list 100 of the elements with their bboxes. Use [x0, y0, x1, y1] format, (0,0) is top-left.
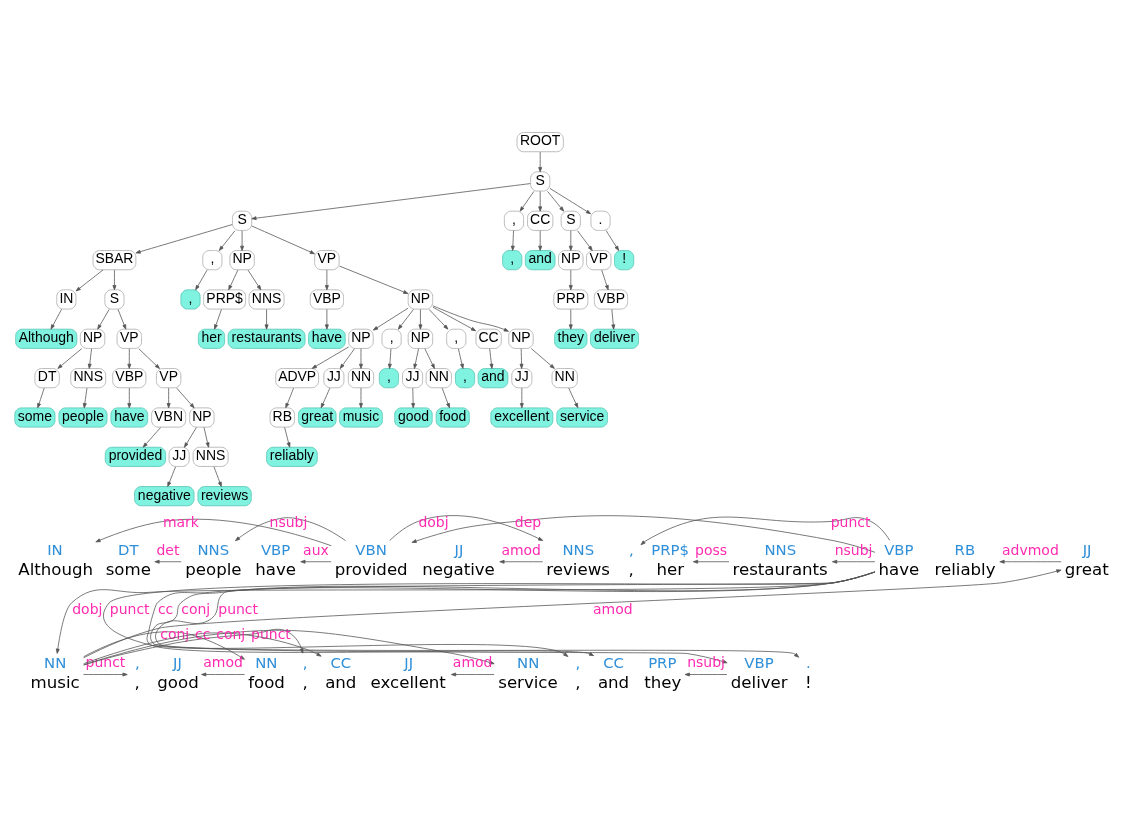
node-box: VP: [155, 367, 182, 388]
node-box: provided: [104, 446, 167, 467]
edge-label: det: [156, 541, 180, 558]
node-text: NN music: [30, 653, 80, 692]
node-box: PRP: [553, 288, 589, 310]
arrow: [142, 426, 161, 448]
arrow: [138, 347, 160, 369]
arrow: [568, 308, 573, 330]
node-box: and: [477, 367, 509, 388]
arrow: [577, 229, 593, 251]
node-box: NP: [229, 249, 255, 270]
arrow: [499, 559, 544, 564]
arrow: [538, 151, 543, 172]
arrow: [510, 229, 515, 251]
arrow: [195, 269, 208, 290]
arrow: [154, 559, 182, 564]
node-text: IN Although: [18, 540, 94, 579]
arrow: [97, 308, 110, 330]
arrow: [458, 347, 464, 369]
node-text: , ,: [302, 653, 308, 692]
node-box: people: [58, 406, 108, 428]
arrow: [450, 672, 495, 676]
arrow: [311, 346, 350, 369]
node-box: NN: [425, 367, 452, 388]
node-box: NP: [79, 328, 106, 349]
arrow: [324, 308, 329, 330]
arrow: [684, 672, 728, 676]
node-box: have: [308, 328, 346, 349]
arrow: [568, 269, 573, 290]
edge-label: nsubj: [834, 541, 873, 558]
node-box: DT: [34, 367, 60, 388]
node-box: some: [14, 406, 56, 428]
arrow: [95, 518, 332, 546]
node-text: VBN provided: [334, 540, 408, 579]
node-text: CC and: [597, 653, 630, 692]
node-box: VP: [116, 328, 142, 349]
edge-label: advmod: [1002, 541, 1059, 558]
node-text: JJ negative: [422, 540, 495, 579]
arrow: [999, 559, 1062, 564]
arrow: [441, 387, 450, 408]
arrow: [418, 308, 423, 330]
node-box: NNS: [248, 288, 285, 310]
node-text: . !: [805, 653, 812, 692]
arrow: [50, 308, 62, 330]
arrow: [411, 387, 416, 408]
arrow: [538, 229, 543, 251]
node-text: NNS people: [185, 540, 242, 579]
node-text: VBP deliver: [730, 653, 788, 692]
node-box: negative: [134, 485, 195, 506]
arrow: [339, 265, 409, 294]
edge-label: aux: [303, 541, 329, 558]
arrow: [530, 347, 555, 369]
node-box: CC: [527, 210, 554, 231]
arrow: [411, 514, 876, 553]
node-box: food: [435, 406, 470, 428]
arrow: [117, 308, 127, 330]
node-text: VBP have: [255, 540, 296, 579]
node-box: great: [298, 406, 337, 428]
edge-label: dep: [514, 513, 542, 530]
node-text: , ,: [134, 653, 140, 692]
edge-label: punct: [830, 513, 871, 530]
arrow: [549, 187, 592, 214]
arrow: [519, 347, 524, 369]
node-box: her: [197, 328, 226, 349]
node-box: NP: [558, 249, 584, 270]
node-text: CC and: [325, 653, 357, 692]
arrow: [601, 269, 609, 290]
arrow: [201, 672, 245, 676]
node-box: PRP$: [203, 288, 246, 310]
node-text: PRP they: [644, 653, 682, 692]
node-box: reviews: [197, 485, 252, 506]
arrow: [57, 347, 83, 369]
arrow: [83, 672, 128, 676]
arrow: [112, 269, 117, 290]
arrow: [547, 190, 565, 212]
arrow: [167, 465, 176, 487]
arrow: [37, 387, 45, 408]
node-box: RB: [269, 406, 295, 428]
arrow: [184, 426, 197, 448]
node-box: deliver: [590, 328, 639, 349]
node-box: they: [554, 328, 588, 349]
node-box: NN: [347, 367, 375, 388]
node-box: ROOT: [516, 131, 564, 152]
node-box: NP: [407, 288, 434, 310]
arrow: [432, 306, 477, 331]
arrow: [166, 387, 171, 408]
arrow: [324, 269, 329, 290]
edge-label: poss: [695, 541, 728, 558]
node-text: , ,: [575, 653, 581, 692]
node-text: NN food: [248, 653, 285, 692]
arrow: [832, 559, 876, 564]
arrow: [428, 308, 449, 330]
edge-label: nsubj: [269, 513, 308, 530]
arrow: [568, 387, 579, 408]
arrow: [213, 465, 222, 487]
edge-label: amod: [501, 541, 541, 558]
node-box: NP: [189, 406, 215, 428]
arrow: [87, 347, 92, 369]
arrow: [397, 308, 414, 330]
node-text: JJ excellent: [370, 653, 446, 692]
